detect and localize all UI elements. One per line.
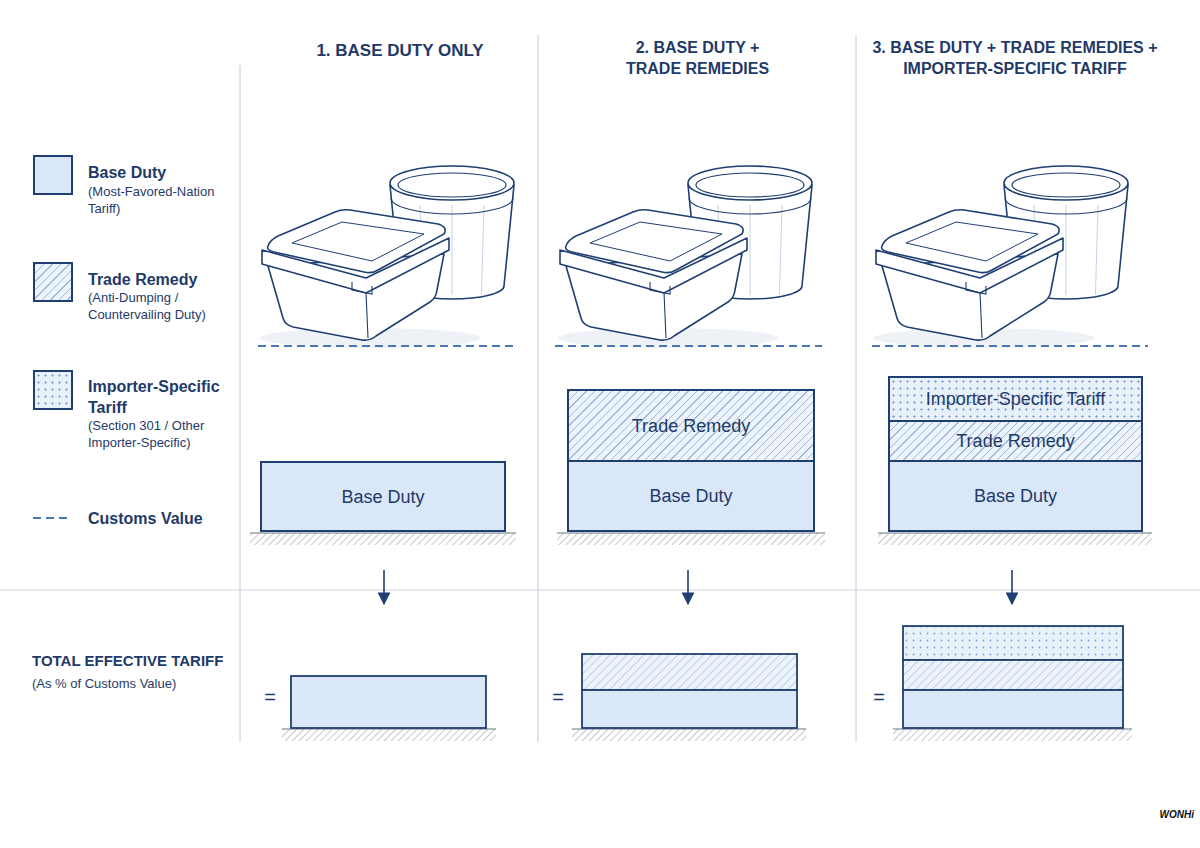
cup-rib bbox=[1095, 205, 1098, 295]
equals-sign: = bbox=[258, 684, 282, 710]
down-arrow bbox=[383, 570, 385, 604]
clamshell-lid-panel bbox=[906, 222, 1038, 261]
cup-band bbox=[689, 198, 811, 214]
cup-rib bbox=[779, 205, 782, 295]
customs-value-line bbox=[258, 345, 515, 347]
importer-tariff-layer: Importer-Specific Tariff bbox=[888, 376, 1143, 422]
customs-value-line bbox=[872, 345, 1148, 347]
cup-band bbox=[1005, 198, 1127, 214]
legend-swatch bbox=[33, 155, 73, 195]
total-tariff-layer bbox=[291, 676, 486, 728]
legend-note: (Section 301 / Other Importer-Specific) bbox=[88, 418, 228, 452]
column-divider bbox=[856, 35, 857, 742]
cup-rim bbox=[688, 166, 812, 200]
section-divider bbox=[0, 590, 1200, 591]
base-duty-layer: Base Duty bbox=[888, 460, 1143, 532]
total-tariff-layer bbox=[582, 690, 797, 728]
base-duty-layer: Base Duty bbox=[260, 461, 506, 532]
layer-label: Trade Remedy bbox=[628, 415, 754, 437]
legend-label: Base Duty bbox=[88, 162, 233, 183]
total-tariff-layer bbox=[903, 660, 1123, 690]
cup-rim bbox=[1004, 166, 1128, 200]
food-container-illustration bbox=[558, 166, 812, 348]
legend-label: Importer-Specific Tariff bbox=[88, 376, 233, 418]
cup-rib bbox=[1066, 205, 1067, 295]
total-tariff-layer bbox=[582, 654, 797, 690]
legend-label: Customs Value bbox=[88, 508, 233, 529]
cup-rim bbox=[390, 166, 514, 200]
total-heading: TOTAL EFFECTIVE TARIFF bbox=[32, 651, 242, 671]
total-tariff-layer bbox=[903, 626, 1123, 660]
down-arrow bbox=[1011, 570, 1013, 604]
cup-rib bbox=[481, 205, 484, 295]
cup-rim-inner bbox=[1012, 173, 1120, 197]
ground-hatch bbox=[878, 533, 1152, 545]
ground-hatch bbox=[572, 729, 806, 741]
layer-label: Base Duty bbox=[970, 485, 1061, 507]
column-heading: 1. BASE DUTY ONLY bbox=[250, 40, 550, 62]
cup-rim-inner bbox=[398, 173, 506, 197]
legend-note: (Anti-Dumping / Countervailing Duty) bbox=[88, 290, 238, 324]
base-duty-layer: Base Duty bbox=[567, 460, 815, 532]
cup-rib bbox=[750, 205, 751, 295]
ground-hatch bbox=[893, 729, 1132, 741]
cup-rim-inner bbox=[696, 173, 804, 197]
trade-remedy-layer: Trade Remedy bbox=[888, 420, 1143, 462]
ground-line bbox=[878, 532, 1152, 533]
watermark: WONHi bbox=[1110, 808, 1194, 821]
layer-label: Importer-Specific Tariff bbox=[922, 388, 1109, 410]
food-container-illustration bbox=[260, 166, 514, 348]
clamshell-tray-edge bbox=[980, 292, 982, 338]
layer-label: Trade Remedy bbox=[952, 430, 1078, 452]
clamshell-lid-panel bbox=[292, 222, 424, 261]
equals-sign: = bbox=[546, 684, 570, 710]
clamshell-lid-panel bbox=[590, 222, 722, 261]
ground-hatch bbox=[250, 533, 516, 545]
column-divider bbox=[538, 35, 539, 742]
down-arrow bbox=[687, 570, 689, 604]
cup-rib bbox=[452, 205, 453, 295]
clamshell-tray-edge bbox=[664, 292, 666, 338]
legend-label: Trade Remedy bbox=[88, 269, 233, 290]
clamshell-tray-edge bbox=[366, 292, 368, 338]
clamshell-lid bbox=[882, 210, 1060, 273]
ground-line bbox=[557, 532, 825, 533]
legend-swatch bbox=[33, 262, 73, 302]
total-tariff-layer bbox=[903, 690, 1123, 728]
ground-line bbox=[250, 532, 516, 533]
column-divider bbox=[240, 65, 241, 742]
column-heading: 2. BASE DUTY + TRADE REMEDIES bbox=[615, 38, 780, 80]
layer-label: Base Duty bbox=[337, 486, 428, 508]
food-container-illustration bbox=[874, 166, 1128, 348]
equals-sign: = bbox=[867, 684, 891, 710]
clamshell-latch bbox=[352, 282, 372, 294]
column-heading: 3. BASE DUTY + TRADE REMEDIES + IMPORTER… bbox=[858, 38, 1172, 80]
total-note: (As % of Customs Value) bbox=[32, 676, 242, 693]
customs-value-line bbox=[555, 345, 822, 347]
legend-swatch bbox=[33, 370, 73, 410]
clamshell-lid bbox=[268, 210, 446, 273]
legend-note: (Most-Favored-Nation Tariff) bbox=[88, 184, 233, 218]
clamshell-latch bbox=[650, 282, 670, 294]
cup-band bbox=[391, 198, 513, 214]
legend-dash-sample bbox=[33, 517, 72, 519]
ground-hatch bbox=[282, 729, 496, 741]
clamshell-latch bbox=[966, 282, 986, 294]
trade-remedy-layer: Trade Remedy bbox=[567, 389, 815, 462]
layer-label: Base Duty bbox=[645, 485, 736, 507]
ground-hatch bbox=[557, 533, 825, 545]
clamshell-lid bbox=[566, 210, 744, 273]
